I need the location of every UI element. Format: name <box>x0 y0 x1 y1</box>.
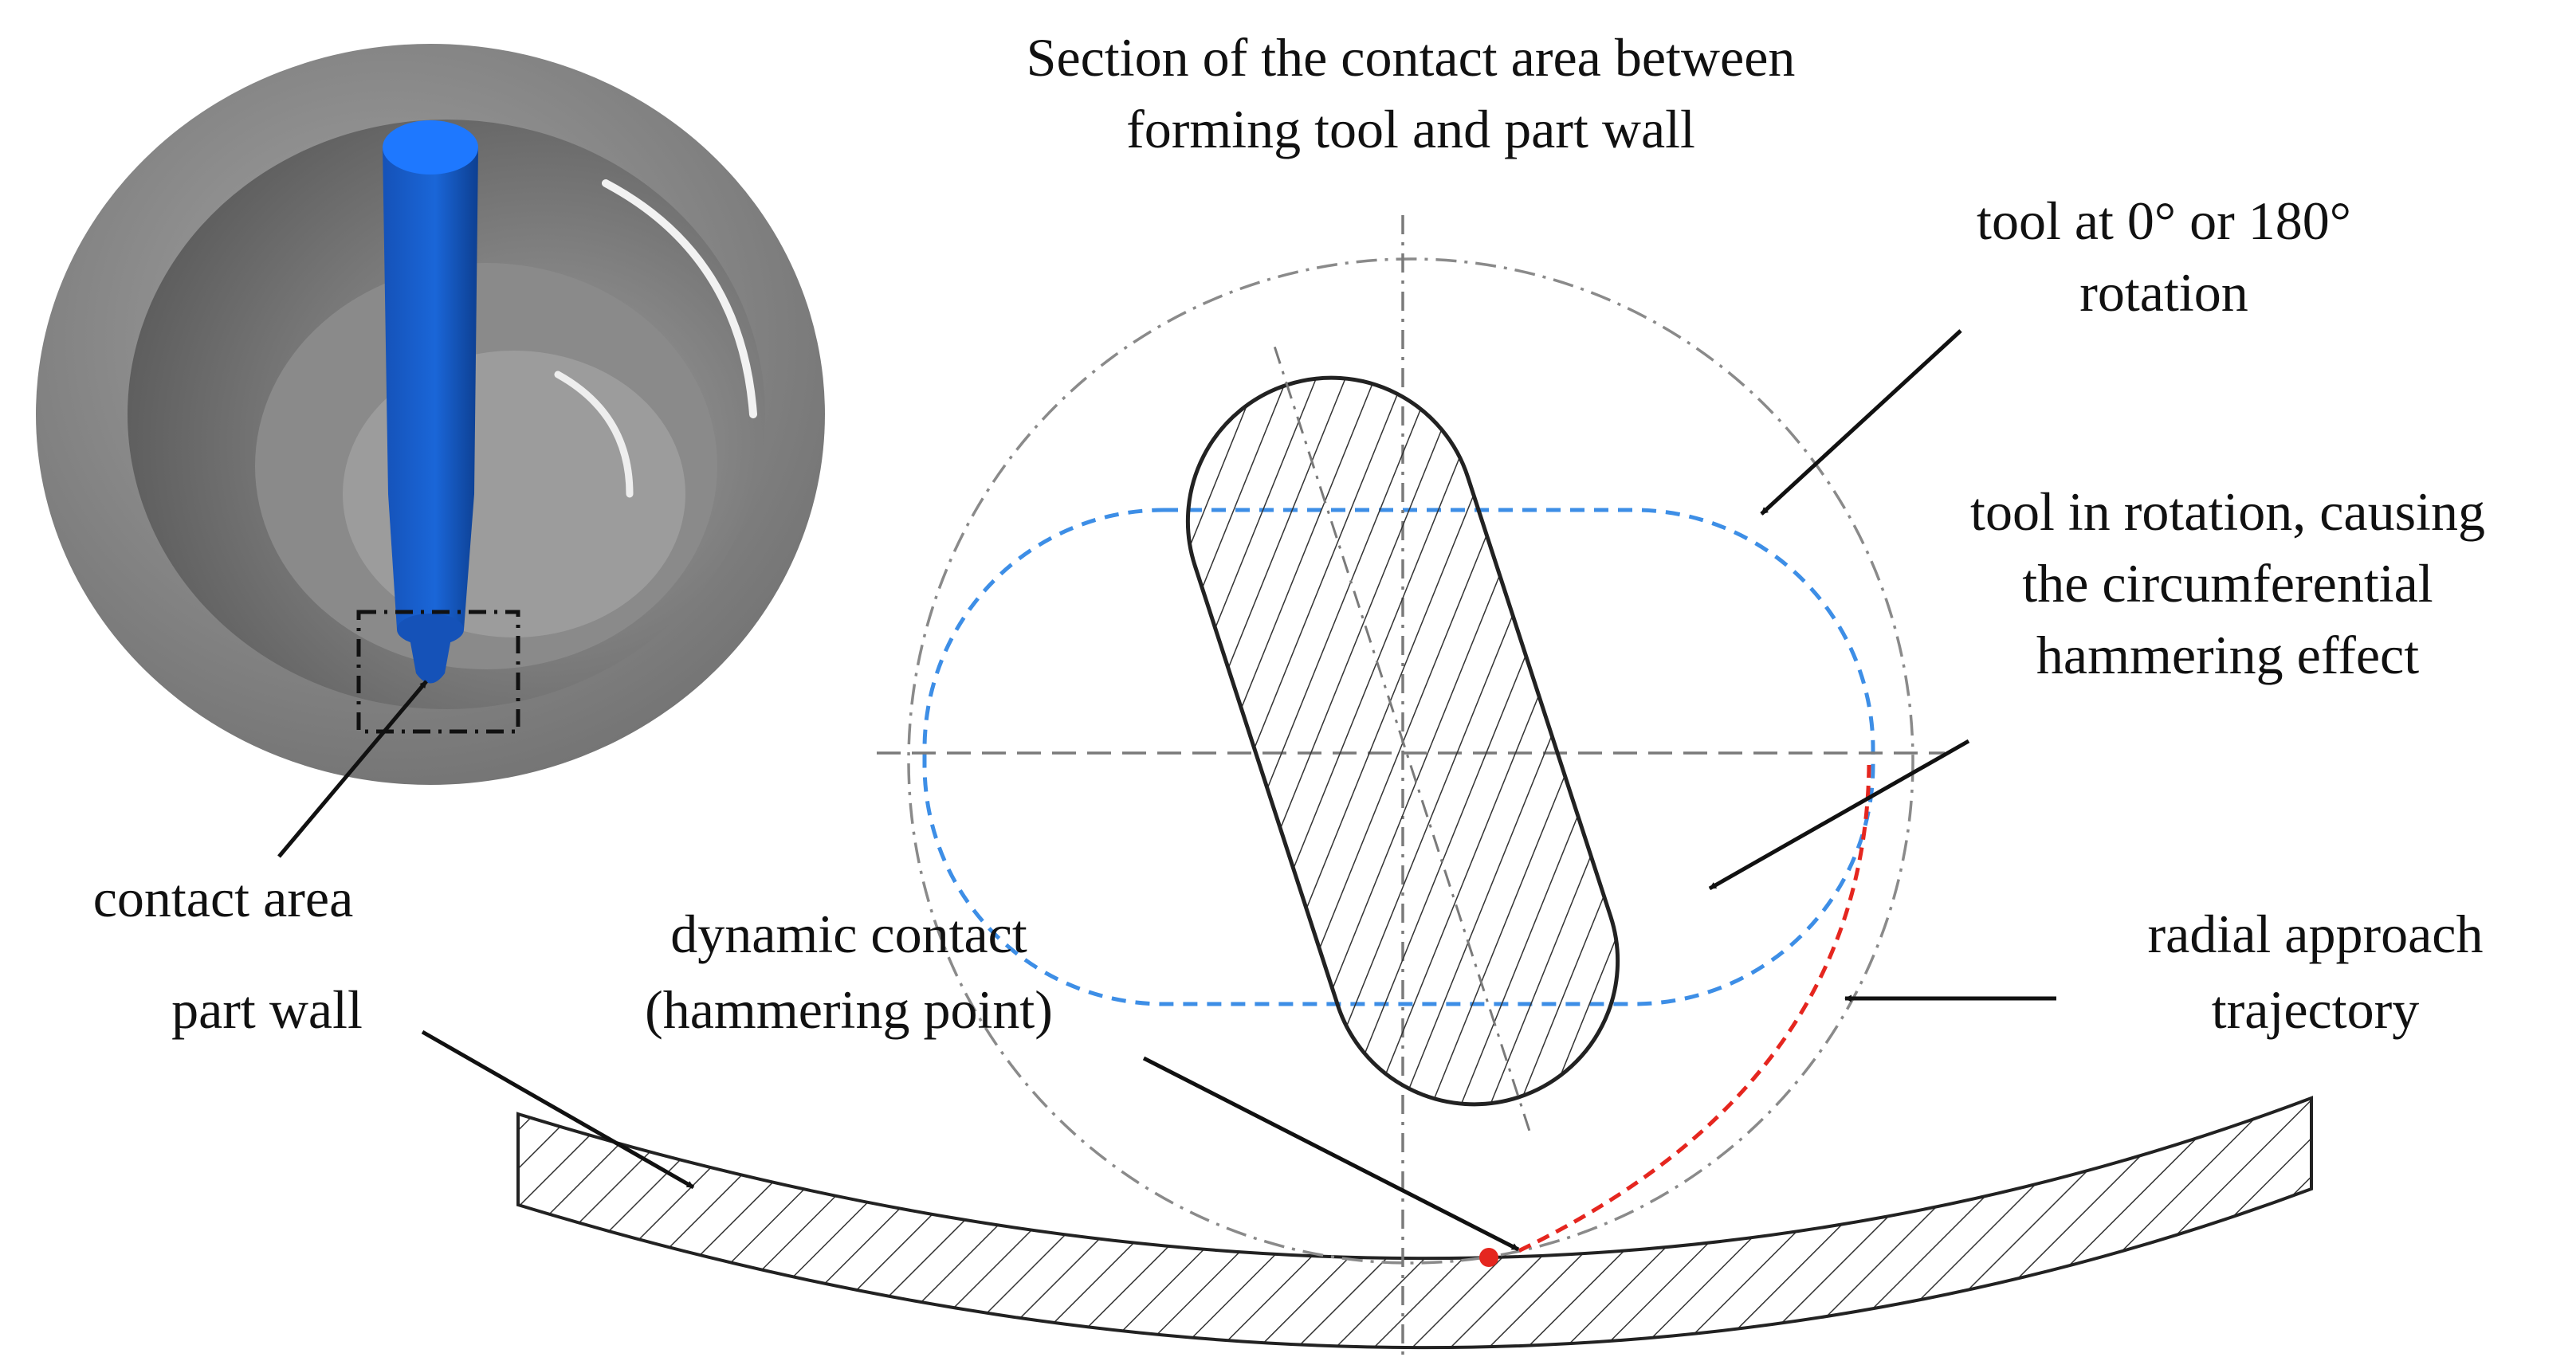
arrow-dynamic-contact <box>1142 1056 1520 1252</box>
tool-rotation-label-line1: tool in rotation, causing <box>1970 481 2485 542</box>
radial-label-line1: radial approach <box>2148 904 2484 964</box>
arrow-part-wall <box>421 1030 695 1190</box>
tool-static-envelope <box>907 257 1914 1265</box>
radial-trajectory <box>1517 764 1871 1253</box>
part-wall-section <box>516 1096 2313 1350</box>
tool-static-label-line1: tool at 0° or 180° <box>1977 190 2351 251</box>
tool-static-label-line2: rotation <box>2079 262 2248 323</box>
bowl-highlight-1 <box>602 179 757 418</box>
contact-area-label: contact area <box>93 868 354 928</box>
part-wall-label: part wall <box>171 979 363 1040</box>
bowl-highlight-2 <box>554 371 634 498</box>
section-title-line1: Section of the contact area between <box>1027 27 1796 88</box>
arrow-contact-area <box>277 680 428 858</box>
forming-tool-3d <box>383 120 478 684</box>
arrow-tool-static <box>1760 329 1962 516</box>
dynamic-contact-label-line2: (hammering point) <box>645 979 1053 1040</box>
tool-section <box>1185 346 1620 1136</box>
hammering-point <box>1479 1248 1498 1267</box>
contact-area-box <box>356 610 520 734</box>
radial-label-line2: trajectory <box>2212 979 2420 1040</box>
dynamic-contact-label-line1: dynamic contact <box>670 904 1027 964</box>
part-3d-view <box>36 44 825 785</box>
tool-rotation-label-line3: hammering effect <box>2036 625 2419 685</box>
tool-rotation-label-line2: the circumferential <box>2022 553 2433 614</box>
section-title-line2: forming tool and part wall <box>1126 99 1695 159</box>
arrow-tool-rotation <box>1708 739 1970 891</box>
